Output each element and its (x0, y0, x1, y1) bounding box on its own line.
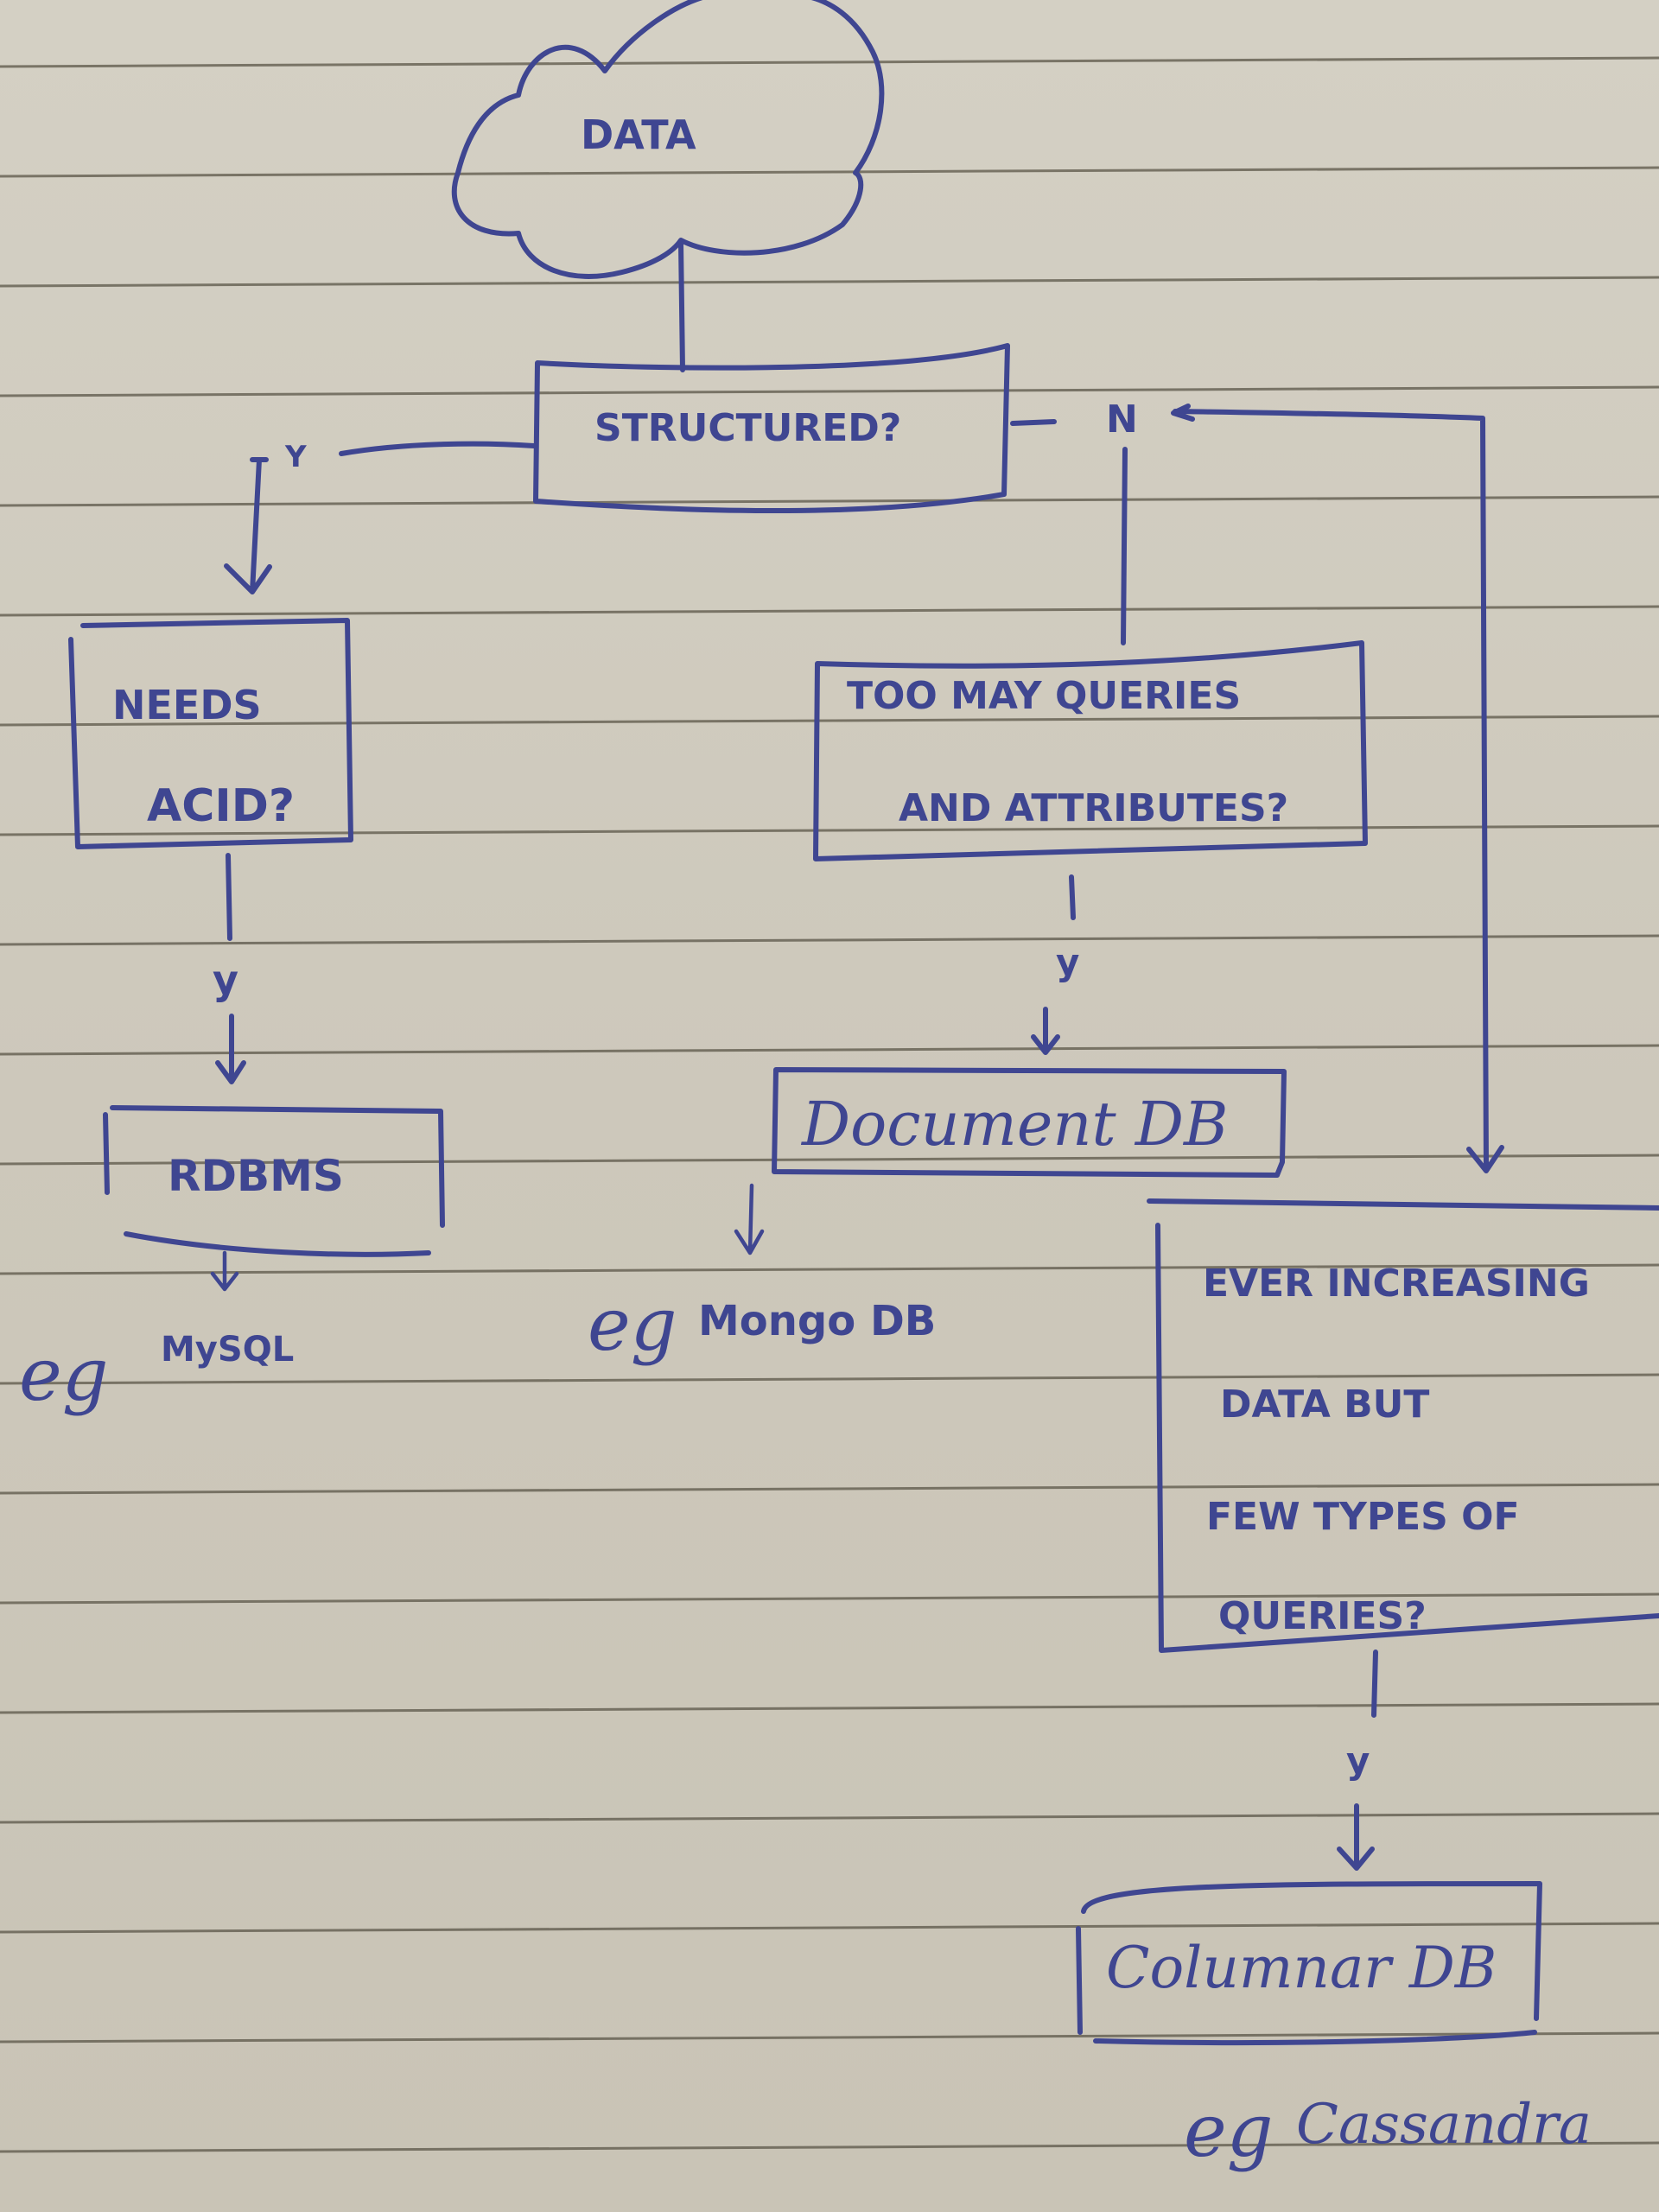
box-border (103, 1105, 445, 1257)
node-data-label: DATA (581, 111, 696, 158)
edge-label-structured-no: N (1106, 397, 1138, 442)
node-needs-acid: NEEDS ACID? (68, 618, 353, 849)
node-data-cloud: DATA (451, 0, 885, 279)
box-border (1076, 1881, 1542, 2046)
node-needs-acid-line2: ACID? (147, 780, 295, 832)
example-mysql-prefix: eg (19, 1332, 108, 1417)
edge-ever-to-columnar-line (1371, 1649, 1378, 1718)
example-cassandra-label: Cassandra (1296, 2093, 1592, 2157)
ruled-line (0, 1154, 1659, 1166)
ruled-line (0, 1373, 1659, 1385)
ruled-line (0, 2031, 1659, 2044)
edge-label-acid-yes: y (213, 957, 238, 1003)
box-border (772, 1067, 1287, 1178)
node-structured: STRUCTURED? (533, 343, 1010, 514)
edge-too-many-to-doc-line (1069, 874, 1076, 920)
edge-structured-no-line (1010, 419, 1057, 426)
box-border (813, 640, 1368, 861)
example-mongodb-label: Mongo DB (698, 1297, 936, 1345)
node-columnar-db-label: Columnar DB (1106, 1935, 1497, 2001)
arrow-down-icon (1031, 1007, 1060, 1055)
node-ever-increasing: EVER INCREASING DATA BUT FEW TYPES OF QU… (1147, 1198, 1659, 1653)
arrow-down-icon (215, 1014, 246, 1084)
node-document-db: Document DB (772, 1067, 1287, 1178)
edge-label-structured-yes: Y (284, 440, 307, 474)
box-border (68, 618, 353, 849)
arrow-down-icon (734, 1183, 765, 1255)
edge-no-to-ever-increasing (1171, 404, 1504, 1173)
node-ever-increasing-line4: QUERIES? (1218, 1594, 1427, 1638)
ruled-line (0, 824, 1659, 836)
node-too-many-line2: AND ATTRIBUTES? (899, 786, 1288, 830)
ruled-line (0, 276, 1659, 288)
edge-acid-to-rdbms-line (226, 853, 232, 941)
node-too-many: TOO MAY QUERIES AND ATTRIBUTES? (813, 640, 1368, 861)
example-mongodb-prefix: eg (588, 1282, 677, 1367)
ruled-line (0, 495, 1659, 507)
edge-label-too-many-yes: y (1056, 941, 1079, 983)
ruled-line (0, 1922, 1659, 1934)
box-border (533, 343, 1010, 514)
ruled-line (0, 2141, 1659, 2153)
edge-data-to-structured (678, 241, 685, 372)
ruled-line (0, 1044, 1659, 1056)
ruled-line (0, 56, 1659, 68)
cloud-shape (451, 0, 885, 279)
example-cassandra-prefix: eg (1184, 2088, 1273, 2173)
ruled-line (0, 385, 1659, 397)
ruled-line (0, 1702, 1659, 1714)
ruled-line (0, 715, 1659, 727)
node-ever-increasing-line1: EVER INCREASING (1203, 1262, 1590, 1306)
ruled-line (0, 1812, 1659, 1824)
node-structured-label: STRUCTURED? (594, 406, 901, 450)
node-document-db-label: Document DB (800, 1089, 1228, 1160)
arrow-down-icon (1337, 1803, 1375, 1871)
node-rdbms: RDBMS (103, 1105, 445, 1257)
node-columnar-db: Columnar DB (1076, 1881, 1542, 2046)
arrow-down-icon (224, 457, 272, 594)
ruled-lines (0, 56, 1659, 2153)
node-too-many-line1: TOO MAY QUERIES (847, 674, 1241, 718)
ruled-line (0, 1263, 1659, 1275)
ruled-line (0, 605, 1659, 617)
edge-no-to-too-many (1121, 447, 1128, 645)
node-needs-acid-line1: NEEDS (112, 682, 262, 728)
node-ever-increasing-line3: FEW TYPES OF (1206, 1495, 1520, 1539)
box-border (1147, 1198, 1659, 1653)
ruled-line (0, 934, 1659, 946)
example-mysql-label: MySQL (161, 1330, 294, 1370)
node-ever-increasing-line2: DATA BUT (1220, 1382, 1429, 1427)
ruled-line (0, 1592, 1659, 1605)
arrow-down-icon (210, 1250, 239, 1292)
edge-label-ever-increasing-yes: y (1346, 1739, 1370, 1782)
ruled-line (0, 1483, 1659, 1495)
edge-structured-yes-line (339, 441, 537, 456)
ruled-line (0, 166, 1659, 178)
node-rdbms-label: RDBMS (168, 1151, 344, 1201)
